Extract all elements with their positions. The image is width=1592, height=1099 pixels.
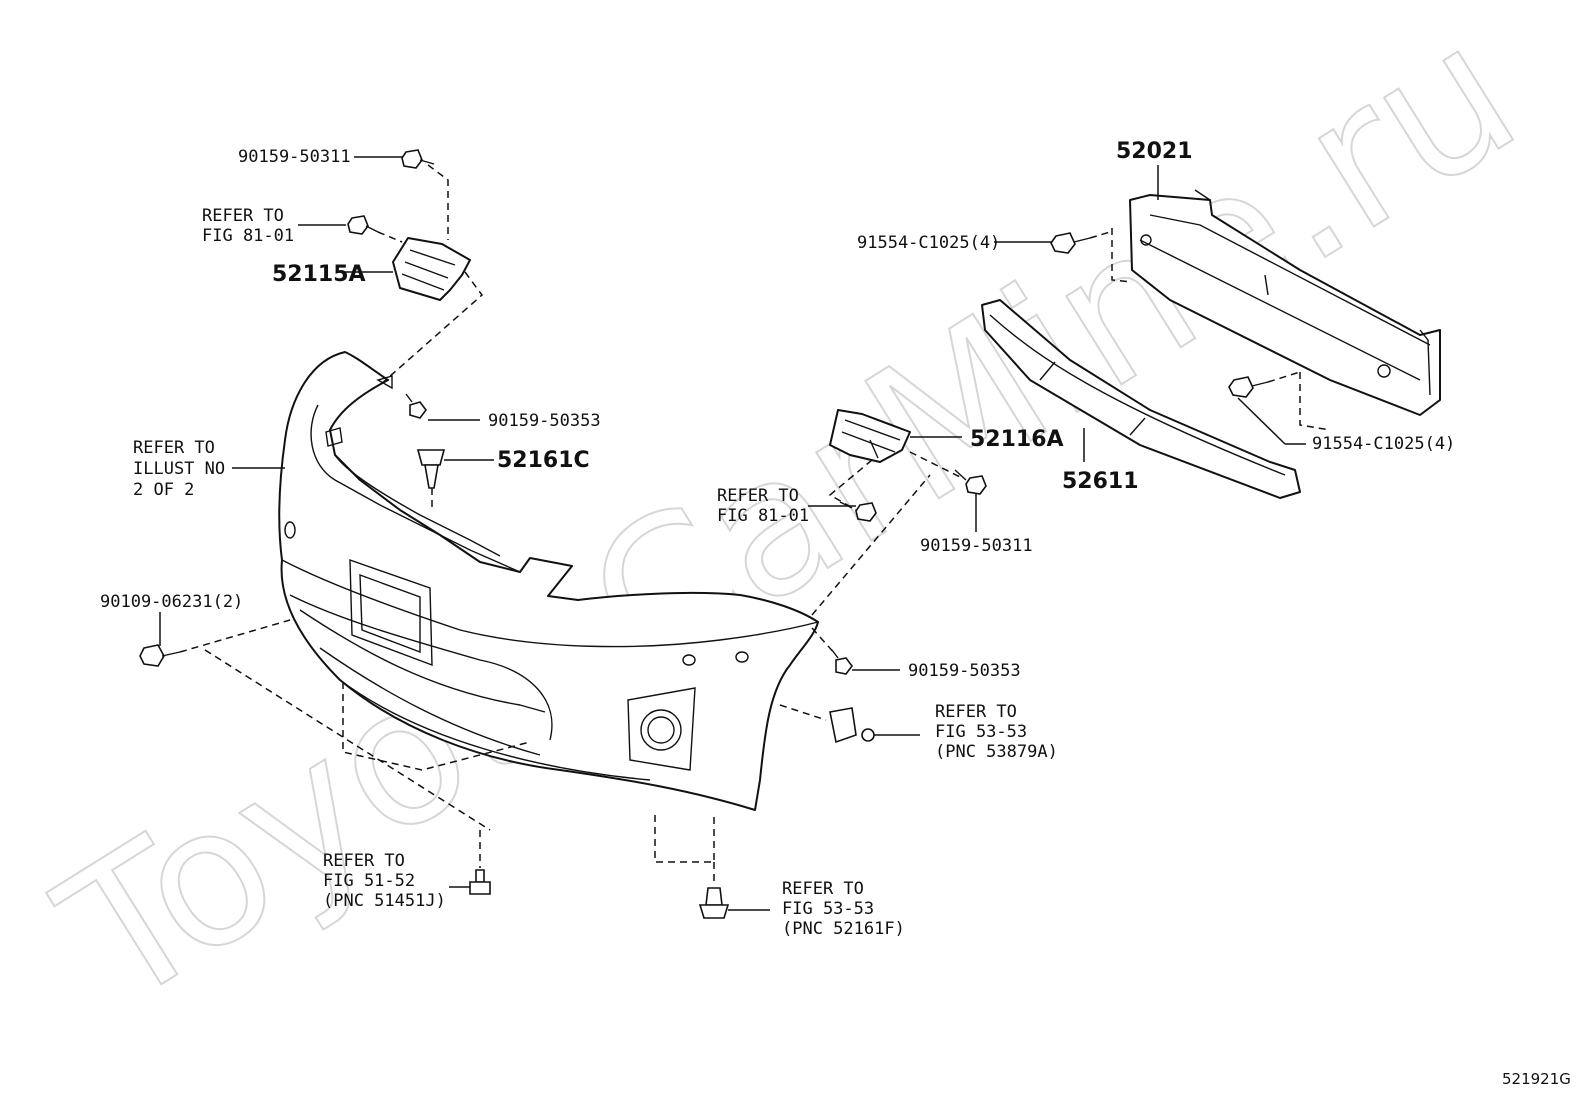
label-52161c: 52161C	[497, 448, 590, 473]
leader-lines	[159, 156, 1306, 911]
label-refer-81-01-mid-2: FIG 81-01	[717, 506, 809, 526]
label-52021: 52021	[1116, 139, 1193, 164]
label-refer-53-53-b-3: (PNC 52161F)	[782, 919, 905, 939]
label-refer-81-01-mid-1: REFER TO	[717, 486, 799, 506]
dashed-alignment-lines	[179, 164, 1331, 884]
label-90159-50353-mid: 90159-50353	[908, 661, 1021, 681]
label-52116a: 52116A	[970, 427, 1064, 452]
label-refer-81-01-top-2: FIG 81-01	[202, 226, 294, 246]
bracket-52115a	[392, 237, 471, 301]
clip-52161c-icon	[416, 449, 446, 489]
screw-90159-50353-top-icon	[405, 393, 427, 419]
bolt-90159-50311-top-icon	[401, 149, 435, 169]
label-52115a: 52115A	[272, 262, 366, 287]
bolt-91554-bot-icon	[1228, 376, 1269, 398]
label-90159-50311-mid: 90159-50311	[920, 536, 1033, 556]
front-bumper-cover	[278, 351, 819, 811]
label-refer-illust-3: 2 OF 2	[133, 480, 194, 500]
absorber-52611	[981, 299, 1301, 499]
label-refer-53-53-r-2: FIG 53-53	[935, 722, 1027, 742]
bolt-refer-81-01-top-icon	[347, 215, 379, 235]
bolt-refer-51-52-icon	[469, 869, 491, 895]
label-90159-50311-top: 90159-50311	[238, 147, 351, 167]
label-52611: 52611	[1062, 469, 1139, 494]
bracket-52116a	[829, 409, 911, 463]
bracket-refer-53-53-r-icon	[829, 707, 875, 744]
label-refer-53-53-r-1: REFER TO	[935, 702, 1017, 722]
screw-90159-50353-mid-icon	[831, 649, 853, 675]
label-91554-bot: 91554-C1025(4)	[1312, 434, 1455, 454]
reinforcement-52021	[1129, 189, 1441, 416]
label-refer-illust-1: REFER TO	[133, 438, 215, 458]
label-refer-51-52-1: REFER TO	[323, 851, 405, 871]
clip-refer-53-53-b-icon	[698, 887, 730, 919]
label-refer-53-53-b-2: FIG 53-53	[782, 899, 874, 919]
label-91554-top: 91554-C1025(4)	[857, 233, 1000, 253]
bolt-90109-06231-icon	[139, 644, 181, 667]
label-refer-53-53-r-3: (PNC 53879A)	[935, 742, 1058, 762]
label-refer-53-53-b-1: REFER TO	[782, 879, 864, 899]
bolt-90159-50311-mid-icon	[954, 469, 987, 495]
label-refer-51-52-3: (PNC 51451J)	[323, 891, 446, 911]
label-refer-51-52-2: FIG 51-52	[323, 871, 415, 891]
figure-code: 521921G	[1502, 1070, 1571, 1088]
label-refer-81-01-top-1: REFER TO	[202, 206, 284, 226]
label-refer-illust-2: ILLUST NO	[133, 459, 225, 479]
bolt-91554-top-icon	[1050, 232, 1091, 254]
part-labels: 90159-50311 REFER TO FIG 81-01 52115A 90…	[100, 139, 1571, 1088]
label-90109-06231: 90109-06231(2)	[100, 592, 243, 612]
label-90159-50353-top: 90159-50353	[488, 411, 601, 431]
